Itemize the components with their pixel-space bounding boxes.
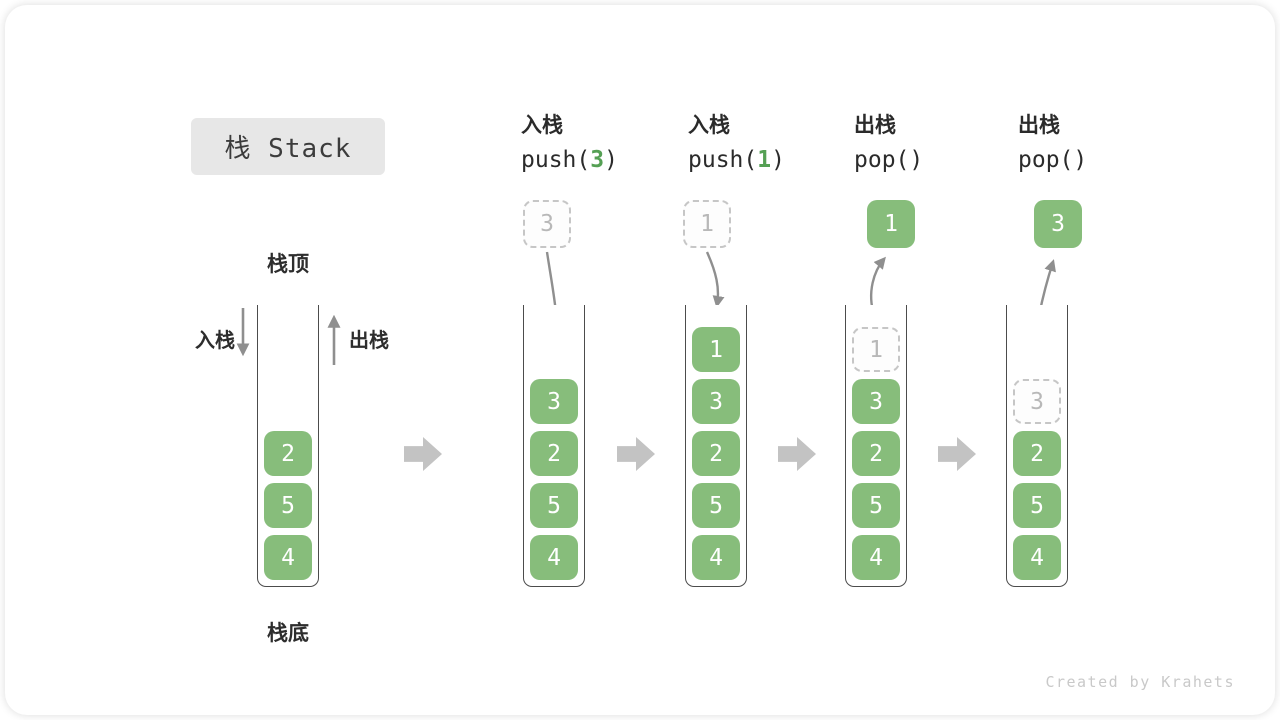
stack-cell: 4: [1013, 535, 1061, 580]
op-code-arg: 1: [757, 147, 772, 173]
op-code-arg: 3: [590, 147, 605, 173]
diagram-card: 栈 Stack 栈顶 栈底 入栈 出栈 2 5 4 入栈 push(3) 3 3…: [5, 5, 1275, 715]
incoming-value-box: 1: [683, 200, 731, 248]
stack-after-push3: 3 2 5 4: [523, 305, 585, 587]
stack-cell: 3: [852, 379, 900, 424]
op-header-push3: 入栈 push(3): [521, 111, 681, 174]
stack-cell: 2: [692, 431, 740, 476]
stack-initial: 2 5 4: [257, 305, 319, 587]
op-code: pop(): [854, 147, 924, 173]
stack-cell: 5: [530, 483, 578, 528]
stack-bottom-label: 栈底: [267, 621, 309, 645]
incoming-value-box: 3: [523, 200, 571, 248]
next-step-arrow-icon: [617, 437, 655, 471]
push1-curved-arrow-icon: [705, 251, 725, 308]
stack-cell: 3: [530, 379, 578, 424]
stack-cell: 5: [1013, 483, 1061, 528]
op-title: 出栈: [854, 113, 896, 137]
stack-cell: 4: [692, 535, 740, 580]
next-step-arrow-icon: [778, 437, 816, 471]
next-step-arrow-icon: [404, 437, 442, 471]
stack-cell: 2: [264, 431, 312, 476]
next-step-arrow-icon: [938, 437, 976, 471]
pop-side-label: 出栈: [349, 328, 389, 352]
op-header-push1: 入栈 push(1): [688, 111, 848, 174]
stack-after-push1: 1 3 2 5 4: [685, 305, 747, 587]
watermark: Created by Krahets: [1045, 673, 1235, 691]
stack-after-pop1: 1 3 2 5 4: [845, 305, 907, 587]
push-side-label: 入栈: [195, 328, 235, 352]
stack-cell: 4: [530, 535, 578, 580]
stack-top-label: 栈顶: [267, 252, 309, 276]
stack-cell: 2: [530, 431, 578, 476]
popped-ghost-cell: 1: [852, 327, 900, 372]
op-header-pop3: 出栈 pop(): [1018, 111, 1178, 174]
op-title: 入栈: [688, 113, 730, 137]
op-title: 出栈: [1018, 113, 1060, 137]
popped-ghost-cell: 3: [1013, 379, 1061, 424]
op-header-pop1: 出栈 pop(): [854, 111, 1014, 174]
stack-cell: 4: [852, 535, 900, 580]
title-box: 栈 Stack: [191, 118, 385, 175]
stack-cell: 5: [264, 483, 312, 528]
stack-cell: 5: [692, 483, 740, 528]
stack-after-pop3: 3 2 5 4: [1006, 305, 1068, 587]
op-title: 入栈: [521, 113, 563, 137]
popped-value-box: 1: [867, 200, 915, 248]
stack-cell: 2: [852, 431, 900, 476]
stack-cell: 2: [1013, 431, 1061, 476]
title-text: 栈 Stack: [224, 134, 352, 164]
popped-value-box: 3: [1034, 200, 1082, 248]
op-code: push(3): [521, 147, 618, 173]
stack-cell: 5: [852, 483, 900, 528]
stack-cell: 1: [692, 327, 740, 372]
op-code: pop(): [1018, 147, 1088, 173]
stack-cell: 3: [692, 379, 740, 424]
stack-cell: 4: [264, 535, 312, 580]
op-code: push(1): [688, 147, 785, 173]
